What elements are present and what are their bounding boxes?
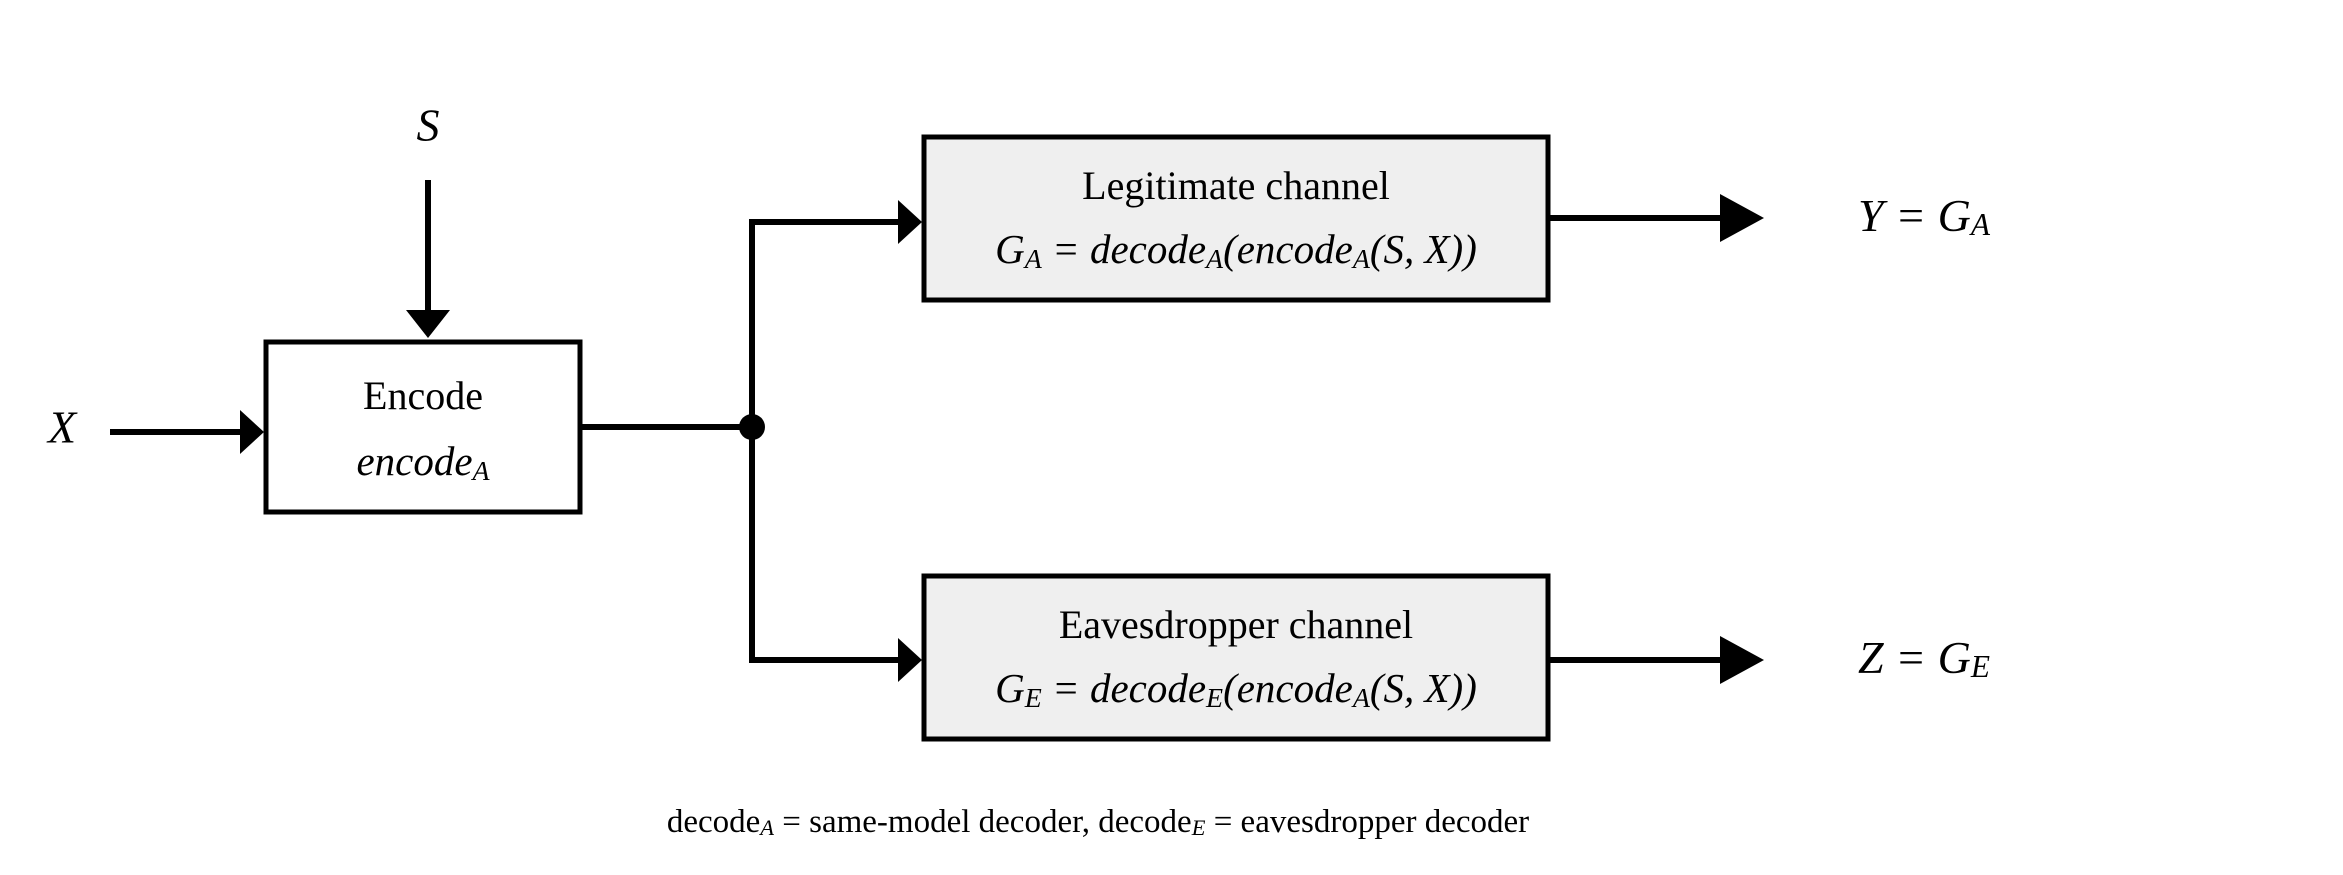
arrowhead-eavesdropper-output — [1720, 636, 1764, 684]
legitimate-channel-title: Legitimate channel — [1082, 163, 1390, 208]
leg-open-paren: ( — [1223, 226, 1239, 272]
out-z-equals: = — [1884, 632, 1938, 683]
out-z-rhs-sub: E — [1970, 649, 1990, 684]
leg-lhs-base: G — [995, 226, 1025, 272]
arrowhead-x-to-encode — [240, 410, 264, 454]
leg-close-paren: ) — [1461, 226, 1477, 272]
eavesdropper-channel-box — [921, 573, 1551, 742]
arrowhead-s-to-encode — [406, 310, 450, 338]
encode-formula-base: encode — [356, 438, 472, 484]
diagram-caption: decodeA = same-model decoder, decodeE = … — [667, 804, 1529, 840]
arrowhead-to-eavesdropper — [898, 638, 922, 682]
arrowhead-legitimate-output — [1720, 194, 1764, 242]
eav-open-paren: ( — [1223, 665, 1239, 711]
eav-close-paren: ) — [1461, 665, 1477, 711]
encode-formula-subscript: A — [471, 456, 491, 487]
eav-lhs-sub: E — [1024, 683, 1042, 714]
encode-box-title: Encode — [363, 373, 483, 418]
caption-part2-text: = eavesdropper decoder — [1205, 804, 1529, 840]
eav-inner-base: encode — [1237, 665, 1353, 711]
eav-lhs-base: G — [995, 665, 1025, 711]
leg-args: (S, X) — [1370, 226, 1463, 272]
encode-box — [263, 339, 583, 515]
leg-inner-sub: A — [1351, 244, 1371, 275]
caption-part2-sub: E — [1191, 815, 1206, 840]
leg-outer-base: decode — [1090, 226, 1206, 272]
eav-outer-sub: E — [1205, 683, 1223, 714]
eav-outer-base: decode — [1090, 665, 1206, 711]
eav-args: (S, X) — [1370, 665, 1463, 711]
leg-outer-sub: A — [1204, 244, 1224, 275]
output-label-z: Z = GE — [1858, 632, 1990, 685]
out-y-rhs-sub: A — [1969, 207, 1991, 242]
caption-part1-text: = same-model decoder, — [774, 804, 1098, 840]
caption-part1-base: decode — [667, 804, 760, 840]
input-label-s: S — [417, 100, 440, 151]
leg-lhs-sub: A — [1023, 244, 1043, 275]
eav-inner-sub: A — [1351, 683, 1371, 714]
output-label-y: Y = GA — [1858, 190, 1991, 243]
eavesdropper-channel-title: Eavesdropper channel — [1059, 602, 1413, 647]
arrowhead-to-legitimate — [898, 200, 922, 244]
legitimate-channel-box — [921, 134, 1551, 303]
leg-equals: = — [1042, 226, 1090, 272]
legitimate-channel-formula: GA = decodeA(encodeA(S, X)) — [995, 226, 1477, 274]
caption-part2-base: decode — [1098, 804, 1191, 840]
eav-equals: = — [1042, 665, 1090, 711]
out-y-rhs-base: G — [1938, 190, 1971, 241]
leg-inner-base: encode — [1237, 226, 1353, 272]
eavesdropper-channel-formula: GE = decodeE(encodeA(S, X)) — [995, 665, 1477, 713]
out-z-lhs: Z — [1858, 632, 1884, 683]
out-y-lhs: Y — [1858, 190, 1888, 241]
out-z-rhs-base: G — [1938, 632, 1971, 683]
encode-box-formula: encodeA — [356, 438, 490, 486]
caption-part1-sub: A — [758, 815, 774, 840]
out-y-equals: = — [1884, 190, 1938, 241]
input-label-x: X — [46, 402, 78, 453]
